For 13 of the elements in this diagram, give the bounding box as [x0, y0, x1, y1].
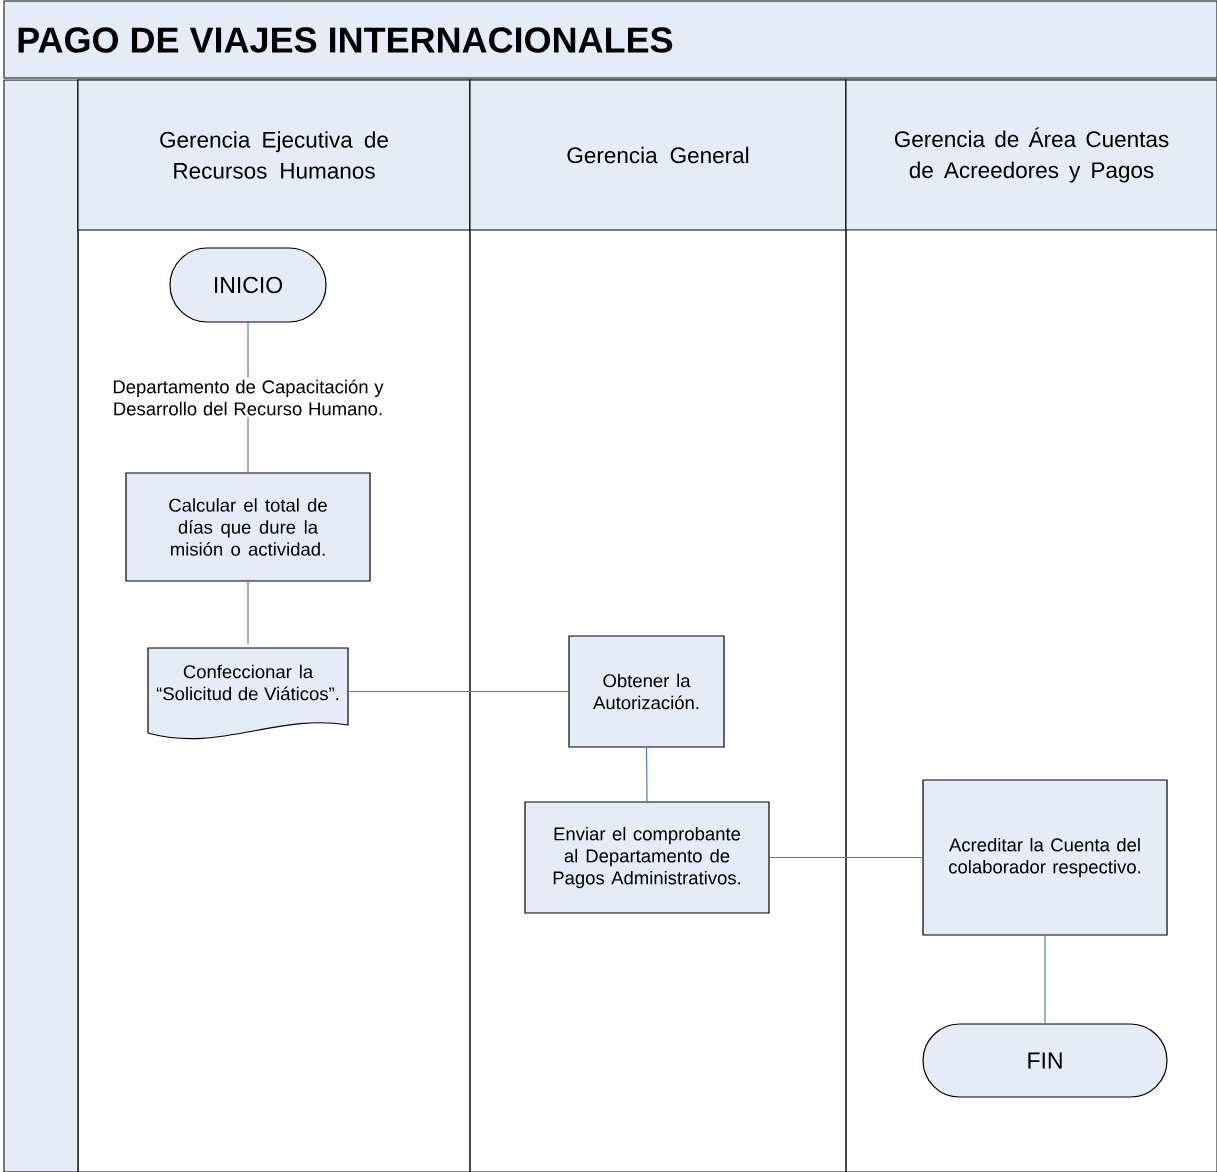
edge-label: Departamento de Capacitación y Desarrollo del Recurso Humano.	[106, 377, 390, 418]
terminator: FIN	[922, 1023, 1168, 1098]
connector	[347, 690, 569, 693]
connector	[1044, 935, 1046, 1024]
terminator: INICIO	[169, 247, 327, 323]
process-box: Calcular el total de días que dure la misión o actividad.	[125, 472, 371, 582]
process-box: Acreditar la Cuenta del colaborador respectivo.	[922, 779, 1168, 936]
title-band: PAGO DE VIAJES INTERNACIONALES	[3, 0, 1217, 79]
connector	[247, 581, 249, 645]
process-box: Enviar el comprobante al Departamento de Pagos Administrativos.	[524, 801, 770, 914]
connector	[769, 856, 923, 859]
process-box: Obtener la Autorización.	[568, 635, 725, 748]
connector	[645, 747, 648, 802]
